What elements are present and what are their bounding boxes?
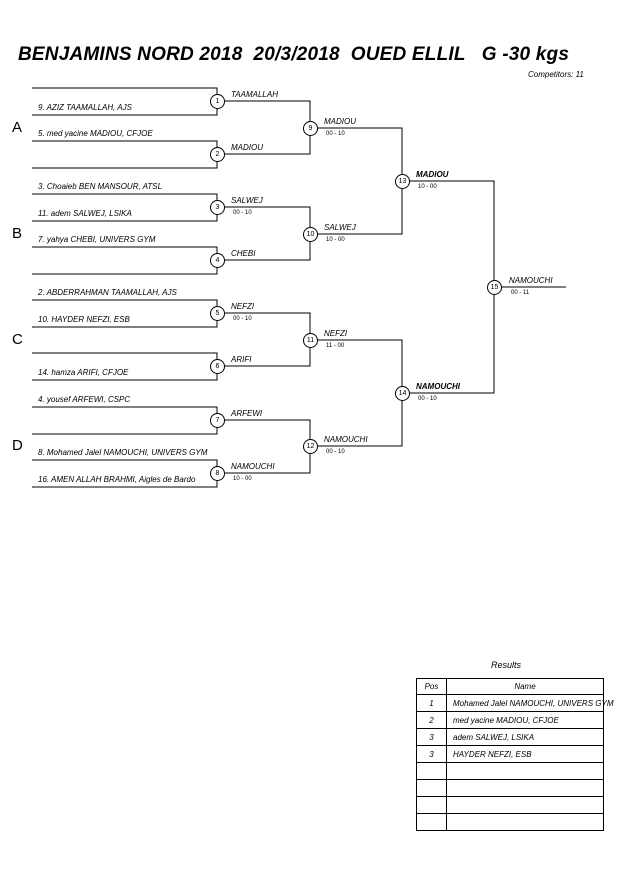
match-number-badge: 4 bbox=[210, 253, 225, 268]
match-number-badge: 3 bbox=[210, 200, 225, 215]
results-name: adem SALWEJ, LSIKA bbox=[446, 728, 604, 746]
match-winner-label: CHEBI bbox=[231, 249, 256, 258]
entry-label: 10. HAYDER NEFZI, ESB bbox=[38, 315, 130, 324]
results-pos bbox=[416, 796, 447, 814]
results-pos: 3 bbox=[416, 728, 447, 746]
entry-label: 9. AZIZ TAAMALLAH, AJS bbox=[38, 103, 132, 112]
match-score: 10 - 00 bbox=[233, 476, 252, 482]
results-pos bbox=[416, 813, 447, 831]
results-name bbox=[446, 796, 604, 814]
match-number-badge: 15 bbox=[487, 280, 502, 295]
match-winner-label: NAMOUCHI bbox=[231, 462, 275, 471]
match-number-badge: 2 bbox=[210, 147, 225, 162]
entry-label: 4. yousef ARFEWI, CSPC bbox=[38, 395, 131, 404]
entry-label: 3. Choaieb BEN MANSOUR, ATSL bbox=[38, 182, 163, 191]
pool-label-d: D bbox=[12, 437, 23, 454]
pool-label-b: B bbox=[12, 225, 23, 242]
results-name: HAYDER NEFZI, ESB bbox=[446, 745, 604, 763]
match-winner-label: SALWEJ bbox=[324, 223, 356, 232]
results-row bbox=[416, 762, 604, 780]
match-number-badge: 14 bbox=[395, 386, 410, 401]
results-row bbox=[416, 779, 604, 797]
match-number-badge: 9 bbox=[303, 121, 318, 136]
pool-label-a: A bbox=[12, 119, 23, 136]
match-winner-label: MADIOU bbox=[416, 170, 449, 179]
match-number-badge: 6 bbox=[210, 359, 225, 374]
results-name: Mohamed Jalel NAMOUCHI, UNIVERS GYM bbox=[446, 694, 613, 712]
match-winner-label: MADIOU bbox=[324, 117, 356, 126]
match-winner-label: TAAMALLAH bbox=[231, 90, 278, 99]
match-winner-label: NAMOUCHI bbox=[416, 382, 460, 391]
pool-label-c: C bbox=[12, 331, 23, 348]
entry-label: 8. Mohamed Jalel NAMOUCHI, UNIVERS GYM bbox=[38, 448, 208, 457]
match-score: 00 - 11 bbox=[511, 290, 530, 296]
match-number-badge: 8 bbox=[210, 466, 225, 481]
competitors-count: Competitors: 11 bbox=[528, 70, 584, 79]
match-score: 00 - 10 bbox=[233, 210, 252, 216]
results-row bbox=[416, 813, 604, 831]
match-winner-label: NAMOUCHI bbox=[324, 435, 368, 444]
match-number-badge: 1 bbox=[210, 94, 225, 109]
results-title: Results bbox=[491, 660, 522, 670]
page-title: BENJAMINS NORD 2018 20/3/2018 OUED ELLIL… bbox=[18, 44, 570, 65]
results-name bbox=[446, 762, 604, 780]
match-score: 11 - 00 bbox=[326, 343, 345, 349]
results-pos: 3 bbox=[416, 745, 447, 763]
entry-label: 14. hamza ARIFI, CFJOE bbox=[38, 368, 129, 377]
match-number-badge: 11 bbox=[303, 333, 318, 348]
match-score: 00 - 10 bbox=[326, 449, 345, 455]
results-pos bbox=[416, 779, 447, 797]
match-number-badge: 12 bbox=[303, 439, 318, 454]
results-name: med yacine MADIOU, CFJOE bbox=[446, 711, 604, 729]
match-number-badge: 10 bbox=[303, 227, 318, 242]
entry-label: 2. ABDERRAHMAN TAAMALLAH, AJS bbox=[38, 288, 177, 297]
results-pos: 1 bbox=[416, 694, 447, 712]
entry-label: 16. AMEN ALLAH BRAHMI, Aigles de Bardo bbox=[38, 475, 196, 484]
match-score: 00 - 10 bbox=[233, 316, 252, 322]
results-name bbox=[446, 779, 604, 797]
match-score: 10 - 00 bbox=[326, 237, 345, 243]
match-number-badge: 5 bbox=[210, 306, 225, 321]
match-winner-label: SALWEJ bbox=[231, 196, 263, 205]
match-winner-label: NAMOUCHI bbox=[509, 276, 553, 285]
match-number-badge: 7 bbox=[210, 413, 225, 428]
match-winner-label: NEFZI bbox=[324, 329, 348, 338]
results-pos bbox=[416, 762, 447, 780]
entry-label: 5. med yacine MADIOU, CFJOE bbox=[38, 129, 153, 138]
results-header-pos: Pos bbox=[416, 678, 447, 695]
match-score: 00 - 10 bbox=[326, 131, 345, 137]
results-row bbox=[416, 796, 604, 814]
match-winner-label: MADIOU bbox=[231, 143, 263, 152]
match-score: 10 - 00 bbox=[418, 184, 437, 190]
entry-label: 7. yahya CHEBI, UNIVERS GYM bbox=[38, 235, 156, 244]
match-number-badge: 13 bbox=[395, 174, 410, 189]
entry-label: 11. adem SALWEJ, LSIKA bbox=[38, 209, 132, 218]
results-header-row: Pos Name bbox=[416, 678, 604, 695]
results-name bbox=[446, 813, 604, 831]
results-pos: 2 bbox=[416, 711, 447, 729]
match-winner-label: NEFZI bbox=[231, 302, 255, 311]
match-score: 00 - 10 bbox=[418, 396, 437, 402]
results-header-name: Name bbox=[446, 678, 604, 695]
match-winner-label: ARFEWI bbox=[231, 409, 263, 418]
match-winner-label: ARIFI bbox=[231, 355, 252, 364]
